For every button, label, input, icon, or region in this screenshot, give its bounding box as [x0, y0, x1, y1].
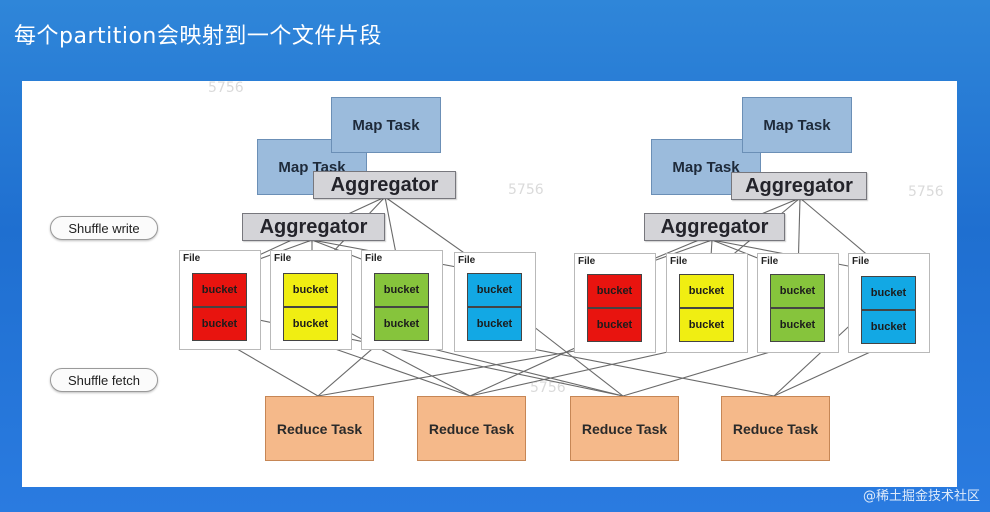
bucket-yellow: bucket — [679, 274, 734, 308]
flow-arrow — [224, 341, 319, 397]
shuffle-write-label: Shuffle write — [50, 216, 158, 240]
bucket-green: bucket — [770, 274, 825, 308]
file-label: File — [458, 255, 476, 266]
file-box: File bucket bucket — [270, 250, 352, 350]
shuffle-fetch-label: Shuffle fetch — [50, 368, 158, 392]
file-label: File — [365, 253, 383, 264]
file-box: File bucket bucket — [574, 253, 656, 353]
flow-arrow — [313, 340, 471, 397]
bucket-green: bucket — [770, 308, 825, 342]
file-label: File — [852, 256, 870, 267]
reduce-task-box: Reduce Task — [417, 396, 526, 461]
file-label: File — [761, 256, 779, 267]
aggregator-box: Aggregator — [731, 172, 867, 200]
file-box: File bucket bucket — [848, 253, 930, 353]
flow-arrow — [317, 339, 622, 397]
bucket-red: bucket — [587, 274, 642, 308]
file-label: File — [670, 256, 688, 267]
bucket-yellow: bucket — [283, 307, 338, 341]
bucket-blue: bucket — [467, 273, 522, 307]
flow-arrow — [519, 315, 624, 397]
reduce-task-box: Reduce Task — [265, 396, 374, 461]
slide-title: 每个partition会映射到一个文件片段 — [14, 24, 382, 49]
file-box: File bucket bucket — [757, 253, 839, 353]
aggregator-box: Aggregator — [644, 213, 785, 241]
flow-arrow — [773, 315, 861, 397]
bucket-blue: bucket — [467, 307, 522, 341]
file-label: File — [274, 253, 292, 264]
bucket-green: bucket — [374, 273, 429, 307]
map-task-box: Map Task — [742, 97, 852, 153]
reduce-task-box: Reduce Task — [570, 396, 679, 461]
aggregator-box: Aggregator — [313, 171, 456, 199]
file-box: File bucket bucket — [666, 253, 748, 353]
map-task-box: Map Task — [331, 97, 441, 153]
aggregator-box: Aggregator — [242, 213, 385, 241]
bucket-yellow: bucket — [679, 308, 734, 342]
bucket-yellow: bucket — [283, 273, 338, 307]
bucket-red: bucket — [587, 308, 642, 342]
bucket-blue: bucket — [861, 310, 916, 344]
file-label: File — [183, 253, 201, 264]
bucket-red: bucket — [192, 307, 247, 341]
bucket-blue: bucket — [861, 276, 916, 310]
brand-watermark: @稀土掘金技术社区 — [862, 489, 980, 504]
file-box: File bucket bucket — [454, 252, 536, 352]
bucket-red: bucket — [192, 273, 247, 307]
flow-arrow — [495, 339, 775, 397]
flow-arrow — [403, 339, 624, 397]
file-label: File — [578, 256, 596, 267]
file-box: File bucket bucket — [361, 250, 443, 350]
bucket-green: bucket — [374, 307, 429, 341]
file-box: File bucket bucket — [179, 250, 261, 350]
reduce-task-box: Reduce Task — [721, 396, 830, 461]
